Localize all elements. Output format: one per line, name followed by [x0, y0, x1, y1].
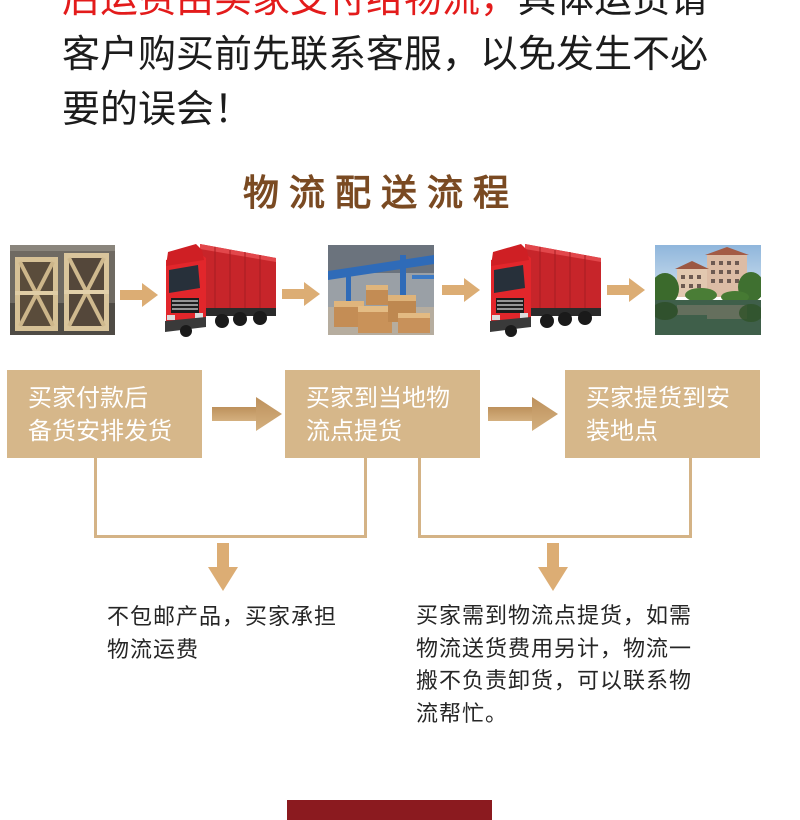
- right-arrow-icon: [607, 278, 645, 302]
- pickup-delivery-note: 买家需到物流点提货，如需 物流送货费用另计，物流一 搬不负责卸货，可以联系物 流…: [416, 601, 692, 731]
- notice-line-3: 要的误会！: [62, 82, 708, 137]
- bracket-line: [418, 458, 421, 538]
- red-truck-photo: [485, 238, 603, 338]
- right-arrow-icon: [282, 282, 320, 306]
- red-truck-photo: [160, 238, 278, 338]
- step-label-line: 流点提货: [306, 415, 480, 448]
- step-right-arrow-icon: [488, 397, 558, 431]
- step-box-pickup: 买家到当地物 流点提货: [285, 370, 480, 458]
- wooden-crates-photo: [10, 245, 115, 335]
- note-line: 流帮忙。: [416, 699, 692, 732]
- step-label-line: 买家提货到安: [586, 382, 760, 415]
- bracket-line: [94, 535, 367, 538]
- bottom-section-banner: [287, 800, 492, 820]
- right-arrow-icon: [120, 283, 158, 307]
- destination-buildings-photo: [655, 245, 761, 335]
- bracket-line: [94, 458, 97, 538]
- shipping-notice: 后运费由买家支付给物流，具体运货请 客户购买前先联系客服，以免发生不必 要的误会…: [62, 0, 708, 137]
- bracket-line: [364, 458, 367, 538]
- note-line: 物流运费: [107, 634, 337, 667]
- note-line: 搬不负责卸货，可以联系物: [416, 666, 692, 699]
- notice-line-1: 后运费由买家支付给物流，具体运货请: [62, 0, 708, 27]
- right-arrow-icon: [442, 278, 480, 302]
- step-label-line: 装地点: [586, 415, 760, 448]
- step-box-install: 买家提货到安 装地点: [565, 370, 760, 458]
- notice-highlight: 后运费由买家支付给物流，: [62, 0, 518, 21]
- step-right-arrow-icon: [212, 397, 282, 431]
- note-line: 物流送货费用另计，物流一: [416, 634, 692, 667]
- warehouse-boxes-photo: [328, 245, 434, 335]
- note-line: 买家需到物流点提货，如需: [416, 601, 692, 634]
- section-title: 物流配送流程: [243, 170, 519, 216]
- step-label-line: 买家付款后: [28, 382, 202, 415]
- step-label-line: 买家到当地物: [306, 382, 480, 415]
- step-label-line: 备货安排发货: [28, 415, 202, 448]
- notice-line-2: 客户购买前先联系客服，以免发生不必: [62, 27, 708, 82]
- down-arrow-icon: [538, 543, 568, 591]
- bracket-line: [418, 535, 692, 538]
- notice-text: 具体运货请: [518, 0, 708, 21]
- shipping-fee-note: 不包邮产品，买家承担 物流运费: [107, 601, 337, 667]
- step-box-payment: 买家付款后 备货安排发货: [7, 370, 202, 458]
- down-arrow-icon: [208, 543, 238, 591]
- bracket-line: [689, 458, 692, 538]
- note-line: 不包邮产品，买家承担: [107, 601, 337, 634]
